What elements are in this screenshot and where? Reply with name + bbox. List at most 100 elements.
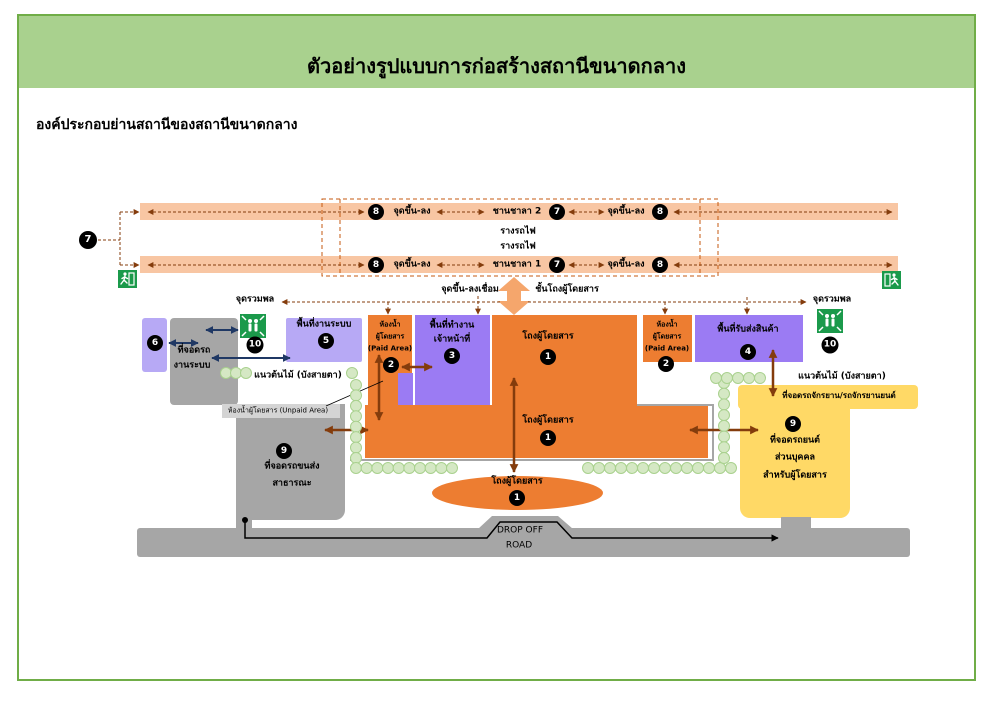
tree-dot [718, 419, 730, 432]
tree-dot [350, 431, 362, 444]
tree-dot [346, 367, 358, 379]
concourse-main [365, 405, 708, 458]
badge-upper-left: 8 [368, 204, 384, 220]
badge-concourse-upper: 1 [540, 349, 556, 365]
tree-dot [743, 372, 755, 384]
badge-staff-area: 3 [444, 348, 460, 364]
tree-dot [403, 462, 416, 474]
badge-concourse-main: 1 [540, 430, 556, 446]
tree-dot [582, 462, 594, 474]
toilet-paid-right [643, 315, 692, 362]
track-label-upper: รางรถไฟ [500, 226, 536, 237]
public-transport-line1: ที่จอดรถขนส่ง [264, 461, 320, 472]
car-parking-exit-lane [781, 517, 811, 530]
concourse-upper-label: โถงผู้โดยสาร [522, 331, 574, 342]
system-area-label: พื้นที่งานระบบ [296, 319, 352, 330]
upper-stop-left: จุดขึ้น-ลง [393, 206, 431, 217]
track-label-lower: รางรถไฟ [500, 241, 536, 252]
tree-dot [392, 462, 405, 474]
staff-area-line1: พื้นที่ทำงาน [429, 320, 475, 331]
badge-upper-right: 8 [652, 204, 668, 220]
assembly-point-icon-right [817, 309, 843, 333]
assembly-point-icon-left [240, 314, 266, 338]
road-label: ROAD [505, 540, 533, 551]
tree-dot [414, 462, 426, 474]
platform-lower [140, 256, 898, 273]
toilet-left-line2: ผู้โดยสาร [375, 332, 405, 341]
tree-dot [350, 379, 362, 391]
tree-dot [593, 462, 605, 474]
toilet-right-line2: ผู้โดยสาร [652, 332, 682, 341]
header-band: ตัวอย่างรูปแบบการก่อสร้างสถานีขนาดกลาง [19, 16, 974, 88]
tree-dot [732, 372, 744, 384]
page-title: ตัวอย่างรูปแบบการก่อสร้างสถานีขนาดกลาง [307, 54, 686, 78]
tree-dot [350, 462, 362, 474]
badge-lower-center: 7 [549, 257, 565, 273]
badge-toilet-left: 2 [383, 357, 399, 373]
tree-dot [718, 441, 730, 454]
road-route-line [244, 520, 779, 542]
emergency-route-bracket [98, 209, 140, 268]
toilet-left-line3: (Paid Area) [367, 344, 413, 353]
tree-dot [382, 462, 394, 474]
tree-dot [703, 462, 715, 474]
tree-dot [240, 367, 252, 379]
platform-walk-arrows [147, 209, 893, 268]
tree-dot [615, 462, 627, 474]
badge-concourse-front: 1 [509, 490, 525, 506]
concourse-front-label: โถงผู้โดยสาร [491, 476, 543, 487]
vertical-link-arrow [498, 277, 530, 315]
car-parking [740, 385, 850, 518]
toilet-unpaid-strip [222, 404, 340, 418]
passenger-flow-arrows [324, 349, 778, 473]
car-parking-line1: ที่จอดรถยนต์ [769, 435, 821, 446]
goods-area-label: พื้นที่รับส่งสินค้า [717, 324, 779, 335]
toilet-paid-left-annex [398, 373, 413, 405]
tree-dot [718, 387, 730, 400]
section-title: องค์ประกอบย่านสถานีของสถานีขนาดกลาง [36, 117, 298, 133]
road-route-start [242, 517, 248, 523]
tree-dot [350, 420, 362, 433]
tree-dot [371, 462, 384, 474]
tree-dot [446, 462, 458, 474]
upper-stop-right: จุดขึ้น-ลง [607, 206, 645, 217]
tree-dot [718, 452, 730, 464]
lower-stop-left: จุดขึ้น-ลง [393, 259, 431, 270]
tree-dot [692, 462, 704, 474]
badge-lower-right: 8 [652, 257, 668, 273]
tree-dot [230, 367, 242, 379]
drop-off-road [137, 528, 910, 557]
car-parking-line3: สำหรับผู้โดยสาร [763, 470, 827, 481]
tree-dot [220, 367, 232, 379]
public-transport-line2: สาธารณะ [272, 478, 312, 489]
station-outline [350, 404, 714, 461]
badge-car-parking: 9 [785, 416, 801, 432]
system-parking-line1: ที่จอดรถ [177, 345, 211, 356]
upper-platform-name: ชานชาลา 2 [492, 206, 542, 217]
badge-assembly-right: 10 [821, 336, 839, 354]
staff-area-line2: เจ้าหน้าที่ [433, 334, 471, 345]
tree-dot [604, 462, 616, 474]
tree-dot [424, 462, 437, 474]
badge-toilet-right: 2 [658, 356, 674, 372]
tree-dot [725, 462, 737, 474]
toilet-unpaid-label: ห้องน้ำผู้โดยสาร (Unpaid Area) [227, 406, 329, 415]
tree-dot [718, 430, 730, 443]
tree-dot [648, 462, 660, 474]
badge-assembly-left: 10 [246, 336, 264, 354]
tree-dot [350, 389, 362, 402]
concourse-main-label: โถงผู้โดยสาร [522, 415, 574, 426]
bike-parking-label: ที่จอดรถจักรยาน/รถจักรยานยนต์ [782, 391, 896, 400]
lower-stop-right: จุดขึ้น-ลง [607, 259, 645, 270]
badge-utility-zone: 6 [147, 335, 163, 351]
lower-platform-name: ชานชาลา 1 [492, 259, 542, 270]
assembly-label-right: จุดรวมพล [812, 294, 852, 305]
badge-emergency-exit: 7 [79, 231, 97, 249]
tree-dot [360, 462, 373, 474]
platform-upper [140, 203, 898, 220]
tree-lines [220, 367, 766, 474]
assembly-routes [281, 296, 807, 315]
badge-upper-center: 7 [549, 204, 565, 220]
badge-lower-left: 8 [368, 257, 384, 273]
